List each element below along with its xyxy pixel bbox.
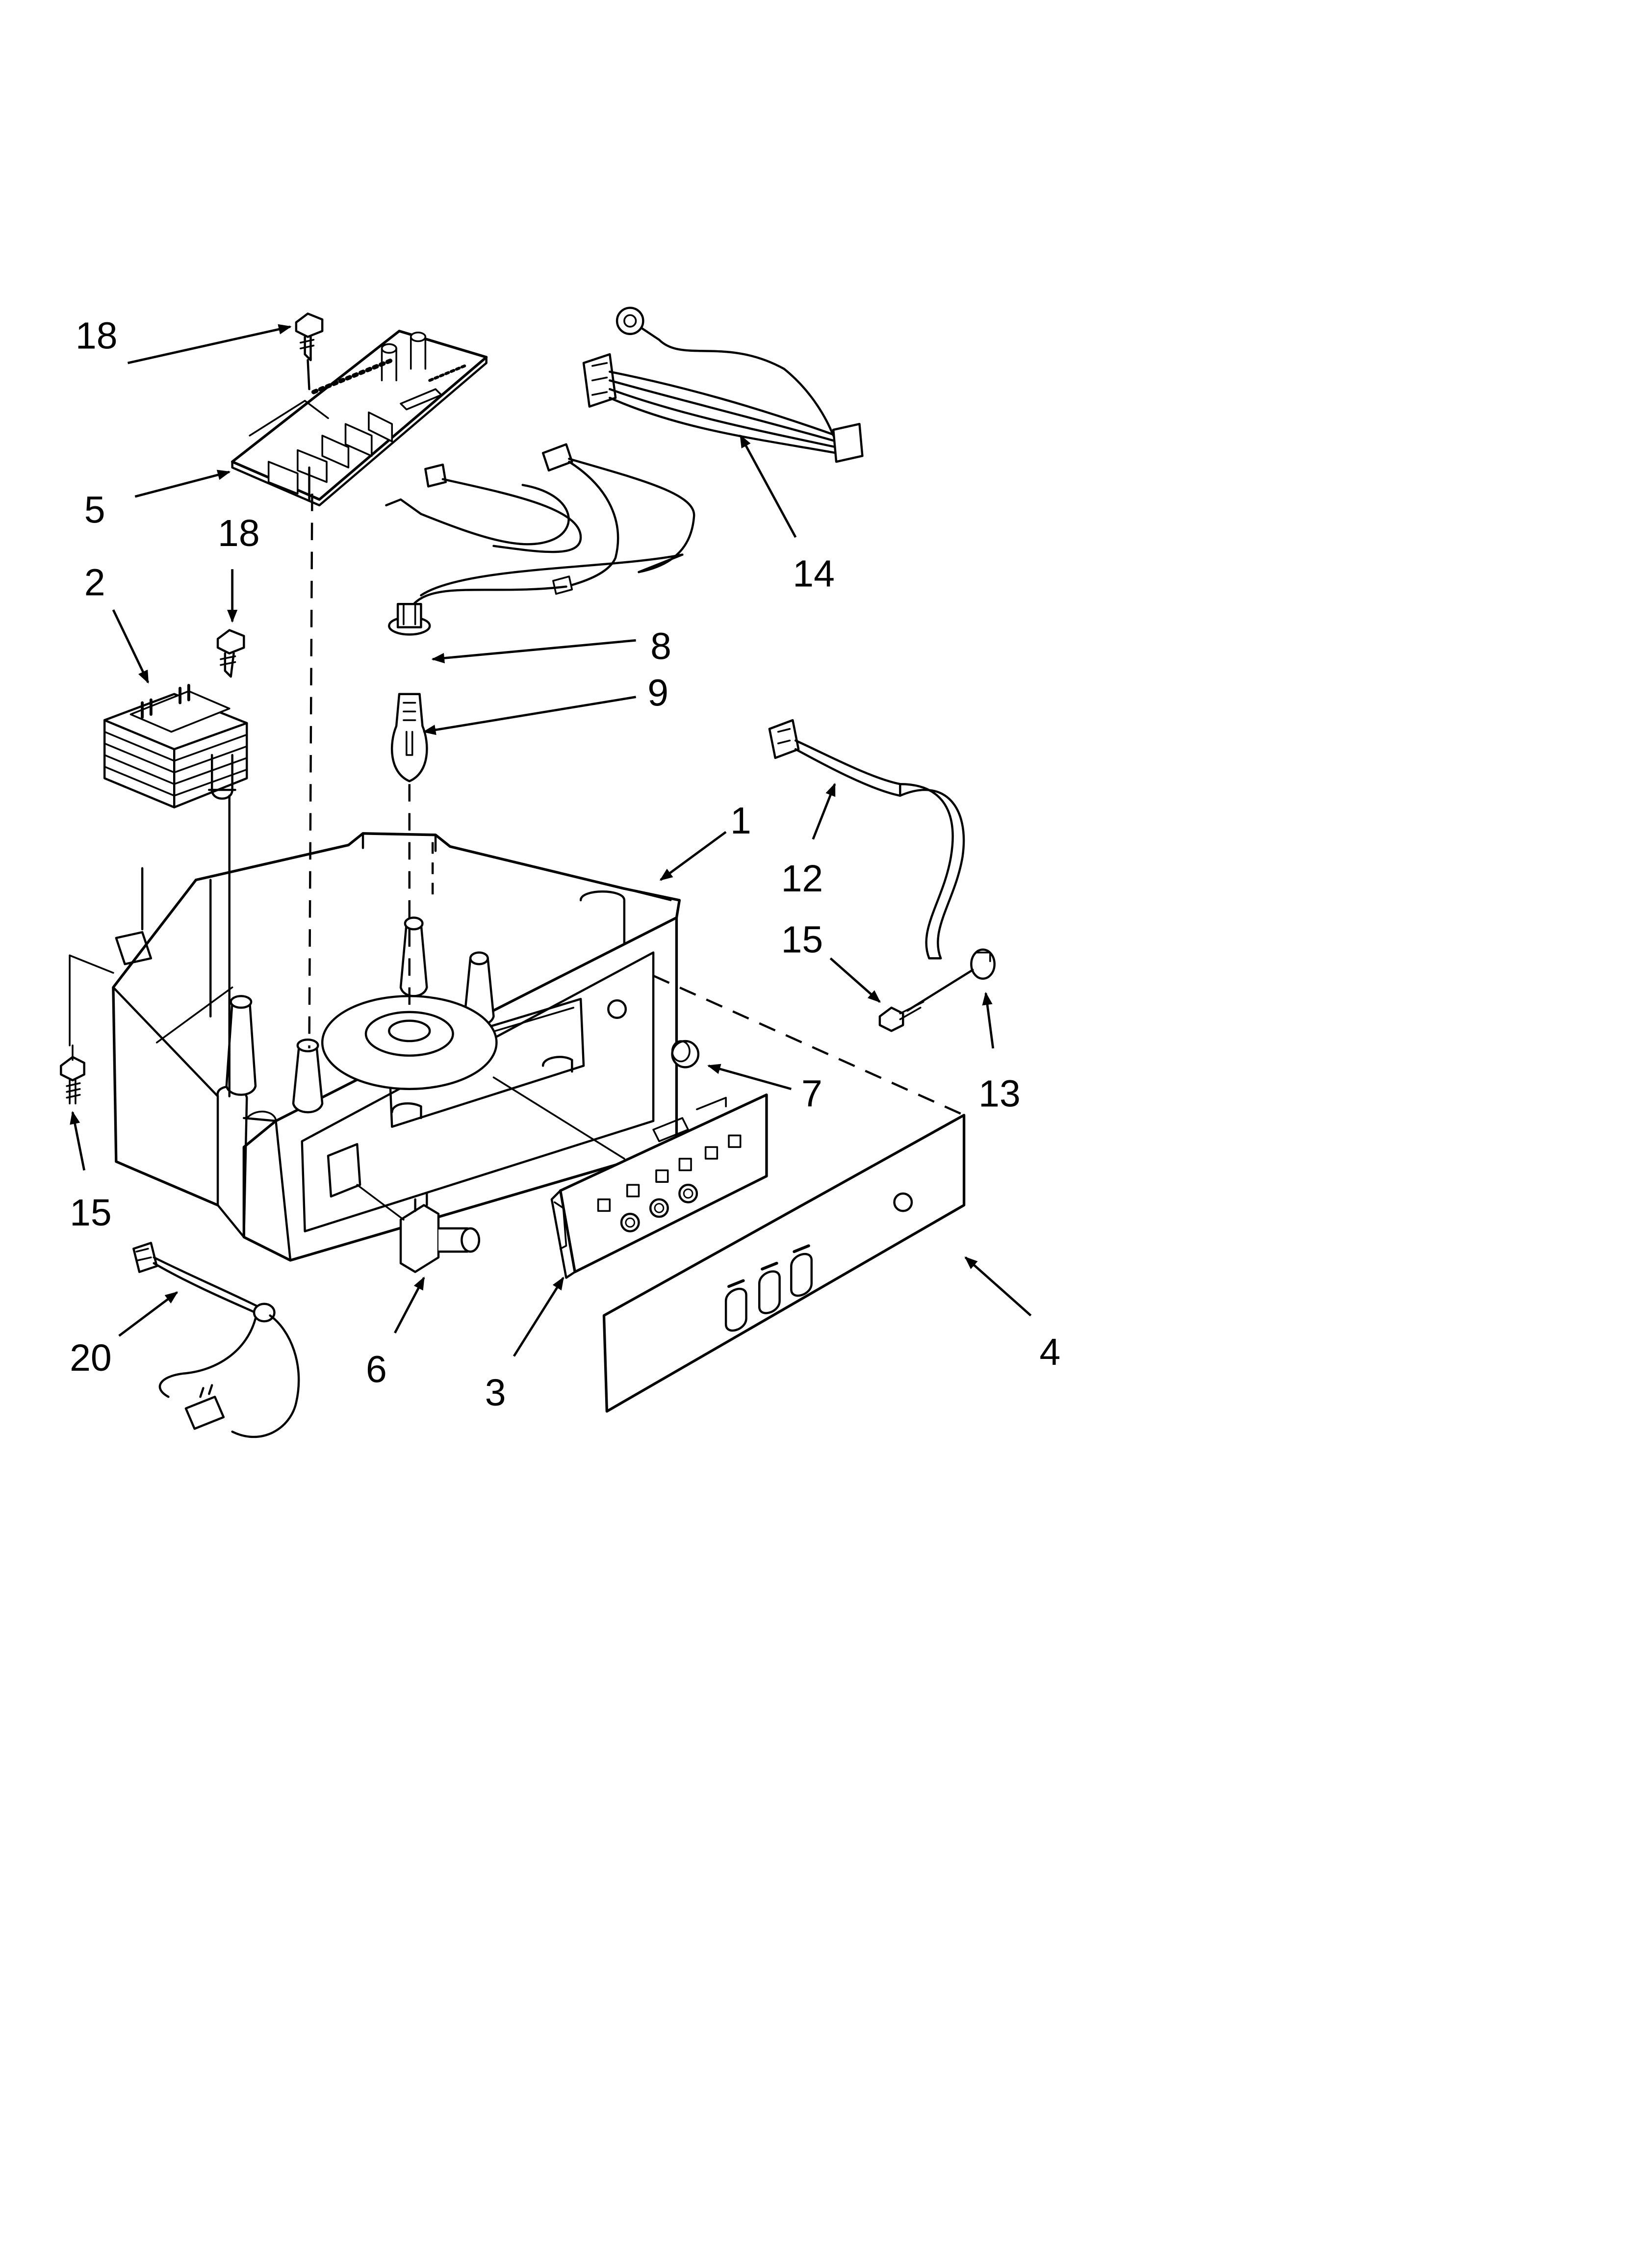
callout-15-left: 15 — [70, 1192, 112, 1234]
callout-9: 9 — [647, 672, 668, 714]
control-housing-part-1 — [69, 832, 681, 1262]
screw-part-15-left — [60, 954, 85, 1105]
callout-7: 7 — [801, 1072, 822, 1115]
callout-leaders — [70, 324, 1032, 1357]
sensor-harness-part-20 — [132, 1242, 300, 1438]
board-mount-line — [308, 494, 313, 1048]
screw-part-18-top — [295, 313, 324, 391]
callout-8: 8 — [650, 626, 671, 668]
button-part-7 — [671, 1040, 700, 1069]
lamp-socket-part-8 — [388, 603, 431, 636]
callout-13: 13 — [978, 1072, 1021, 1115]
lamp-wire-harness — [385, 443, 695, 605]
screw-part-15-right — [878, 1001, 924, 1032]
control-board-part-5 — [231, 330, 488, 507]
callout-4: 4 — [1040, 1331, 1061, 1373]
callout-6: 6 — [366, 1349, 387, 1391]
screw-part-18-left — [216, 629, 245, 678]
callout-3: 3 — [485, 1372, 506, 1414]
callout-2: 2 — [84, 561, 105, 603]
callout-18-left: 18 — [218, 512, 260, 554]
callout-15-right: 15 — [781, 919, 823, 961]
callout-1: 1 — [730, 800, 751, 842]
sensor-part-13 — [906, 948, 996, 1012]
wire-harness-part-14 — [582, 307, 864, 463]
callout-12: 12 — [781, 858, 823, 900]
transformer-part-2 — [103, 684, 248, 1097]
callout-14: 14 — [793, 553, 835, 595]
callout-18-top: 18 — [76, 314, 118, 357]
face-plate-part-4 — [602, 1114, 966, 1413]
wire-harness-part-12 — [768, 719, 965, 960]
callout-20: 20 — [70, 1337, 112, 1379]
light-bulb-part-9 — [391, 693, 428, 782]
control-panel-part-3 — [492, 1076, 768, 1279]
callout-labels: 18 5 18 2 14 8 9 1 12 15 13 7 15 20 6 3 … — [70, 314, 1060, 1414]
callout-5: 5 — [84, 489, 105, 531]
switch-part-6 — [356, 1184, 481, 1273]
